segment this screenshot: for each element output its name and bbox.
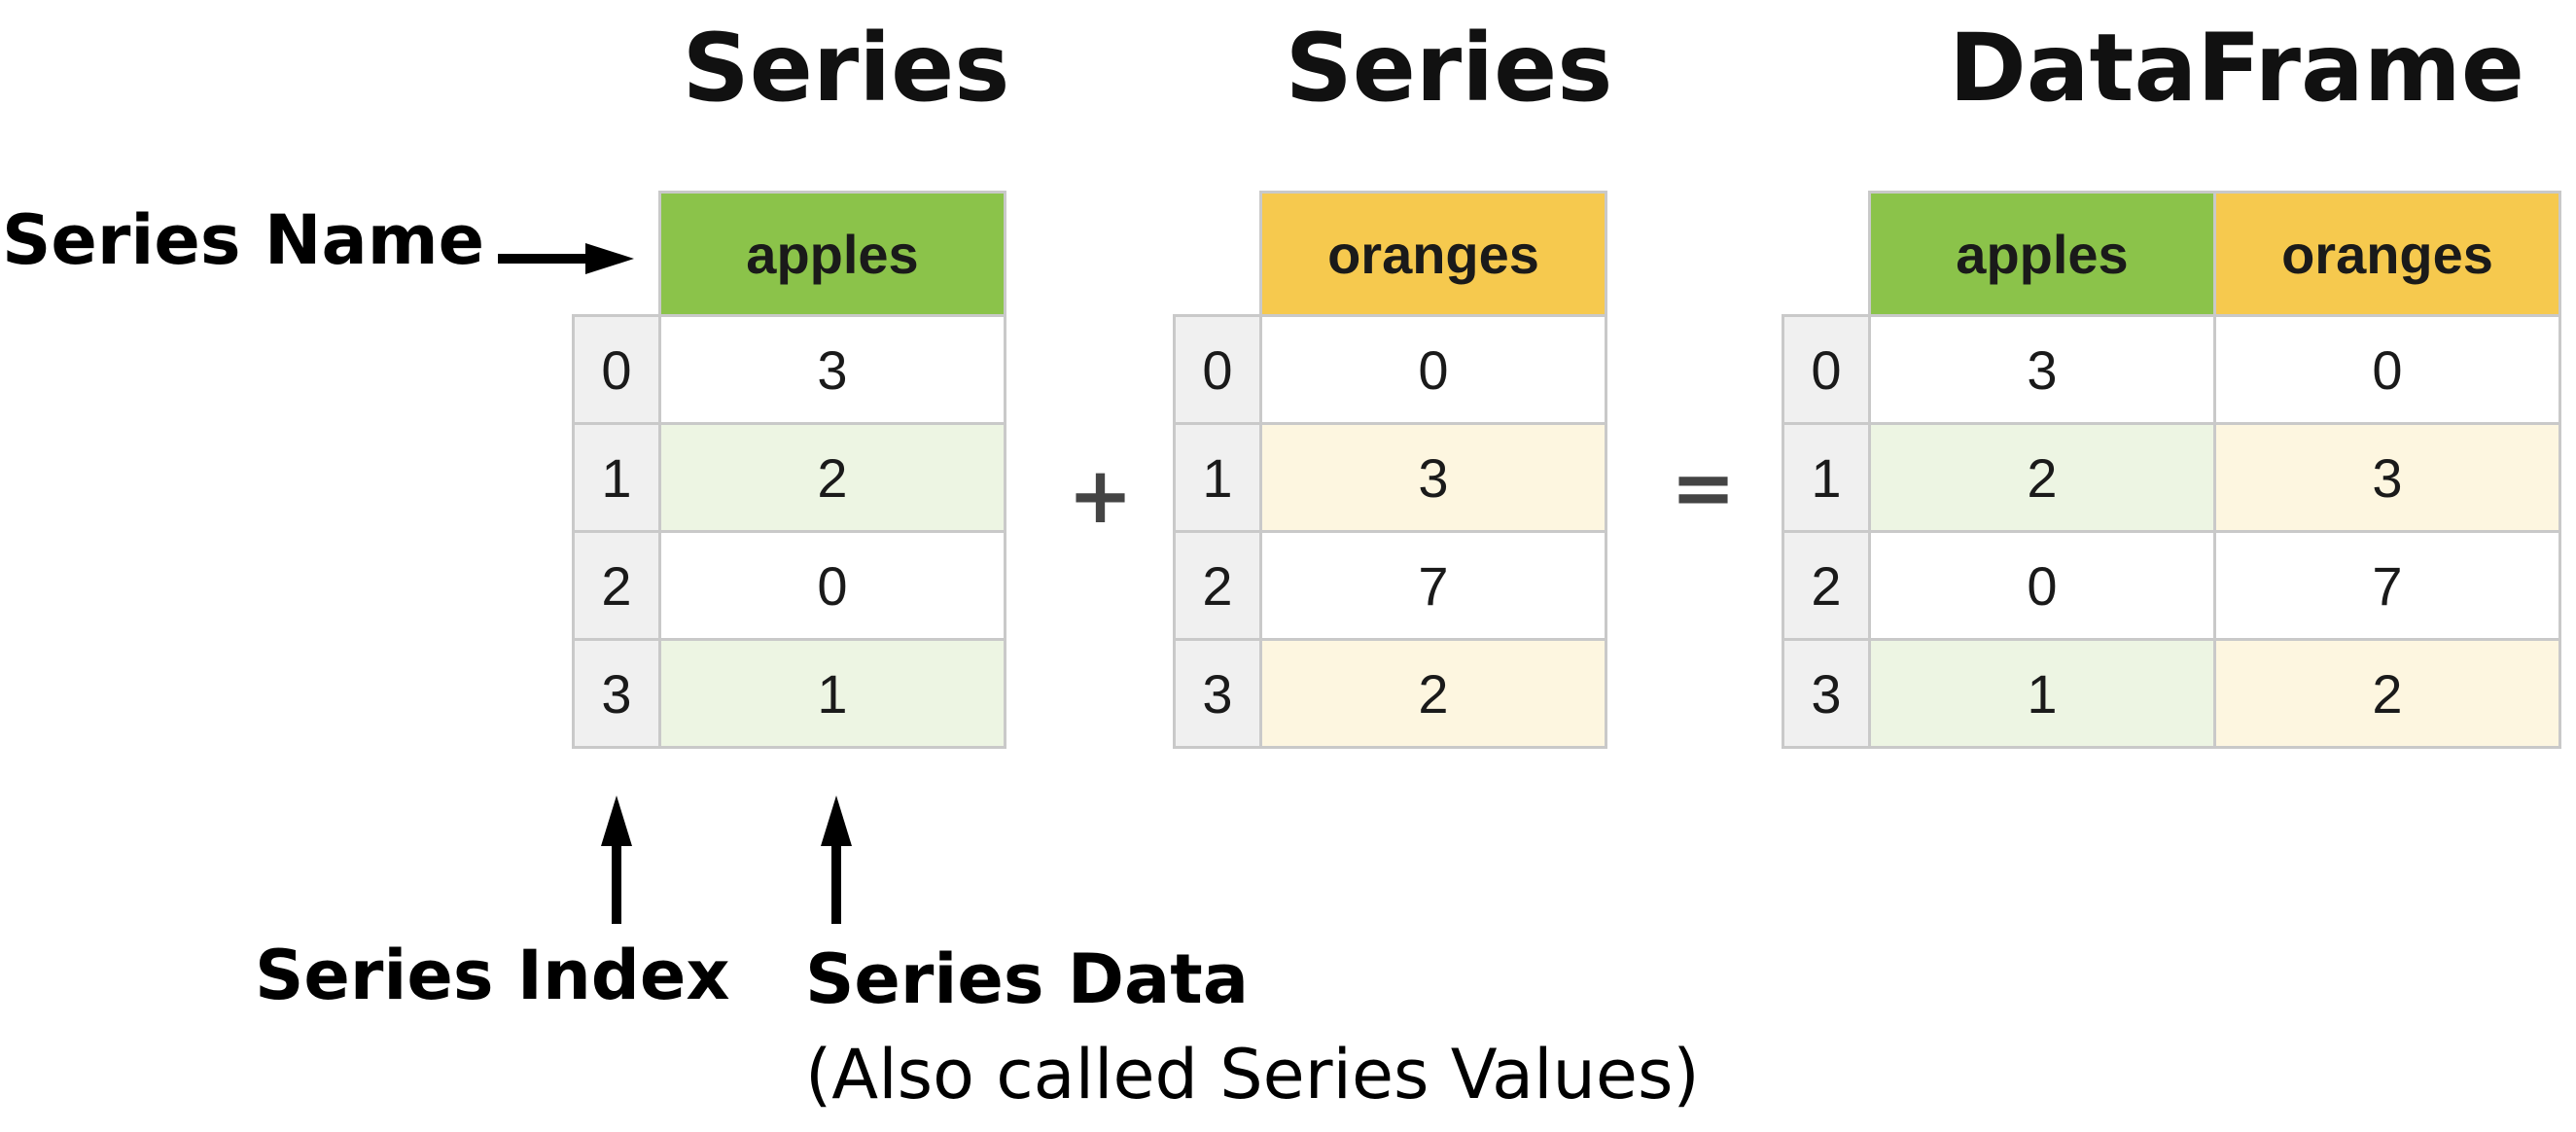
index-cell: 0: [1173, 314, 1262, 425]
index-cell: 1: [572, 422, 661, 533]
label-series-index: Series Index: [255, 936, 730, 1015]
index-cell: 2: [1782, 530, 1871, 641]
series-data-arrow-icon: [821, 796, 852, 924]
table-row: 2 0: [572, 530, 1006, 641]
value-cell: 1: [658, 638, 1006, 749]
value-cell: 3: [658, 314, 1006, 425]
table-row: 3 1 2: [1782, 638, 2561, 749]
heading-series-oranges: Series: [1285, 14, 1613, 123]
table-row: 2 0 7: [1782, 530, 2561, 641]
heading-dataframe: DataFrame: [1949, 14, 2524, 123]
label-series-data-note: (Also called Series Values): [805, 1035, 1700, 1114]
dataframe-table: apples oranges 0 3 0 1 2 3 2 0 7 3 1 2: [1782, 191, 2561, 749]
index-cell: 1: [1173, 422, 1262, 533]
value-cell: 2: [1259, 638, 1607, 749]
column-header-oranges: oranges: [2213, 191, 2561, 317]
index-cell: 0: [1782, 314, 1871, 425]
series-name-apples: apples: [658, 191, 1006, 317]
label-series-name: Series Name: [2, 200, 485, 280]
index-cell: 0: [572, 314, 661, 425]
table-row: 1 2: [572, 422, 1006, 533]
index-cell: 3: [1782, 638, 1871, 749]
index-cell: 1: [1782, 422, 1871, 533]
table-row: 0 3: [572, 314, 1006, 425]
value-cell: 2: [1868, 422, 2216, 533]
series-index-arrow-icon: [601, 796, 632, 924]
index-cell: 2: [572, 530, 661, 641]
value-cell: 2: [2213, 638, 2561, 749]
value-cell: 0: [1868, 530, 2216, 641]
label-series-data: Series Data: [805, 939, 1249, 1019]
apples-series-table: apples 0 3 1 2 2 0 3 1: [572, 191, 1006, 749]
index-cell: 2: [1173, 530, 1262, 641]
index-cell: 3: [1173, 638, 1262, 749]
heading-series-apples: Series: [682, 14, 1010, 123]
value-cell: 3: [1868, 314, 2216, 425]
table-row: 2 7: [1173, 530, 1607, 641]
value-cell: 0: [658, 530, 1006, 641]
value-cell: 7: [2213, 530, 2561, 641]
series-name-arrow-icon: [498, 243, 634, 274]
value-cell: 3: [2213, 422, 2561, 533]
value-cell: 3: [1259, 422, 1607, 533]
table-row: 1 3: [1173, 422, 1607, 533]
value-cell: 0: [2213, 314, 2561, 425]
table-row: 0 0: [1173, 314, 1607, 425]
value-cell: 7: [1259, 530, 1607, 641]
series-name-oranges: oranges: [1259, 191, 1607, 317]
plus-operator: +: [1068, 450, 1134, 541]
value-cell: 0: [1259, 314, 1607, 425]
table-row: 3 1: [572, 638, 1006, 749]
table-row: 3 2: [1173, 638, 1607, 749]
oranges-series-table: oranges 0 0 1 3 2 7 3 2: [1173, 191, 1607, 749]
value-cell: 2: [658, 422, 1006, 533]
equals-operator: =: [1671, 442, 1737, 533]
table-row: 1 2 3: [1782, 422, 2561, 533]
index-cell: 3: [572, 638, 661, 749]
table-row: 0 3 0: [1782, 314, 2561, 425]
value-cell: 1: [1868, 638, 2216, 749]
column-header-apples: apples: [1868, 191, 2216, 317]
